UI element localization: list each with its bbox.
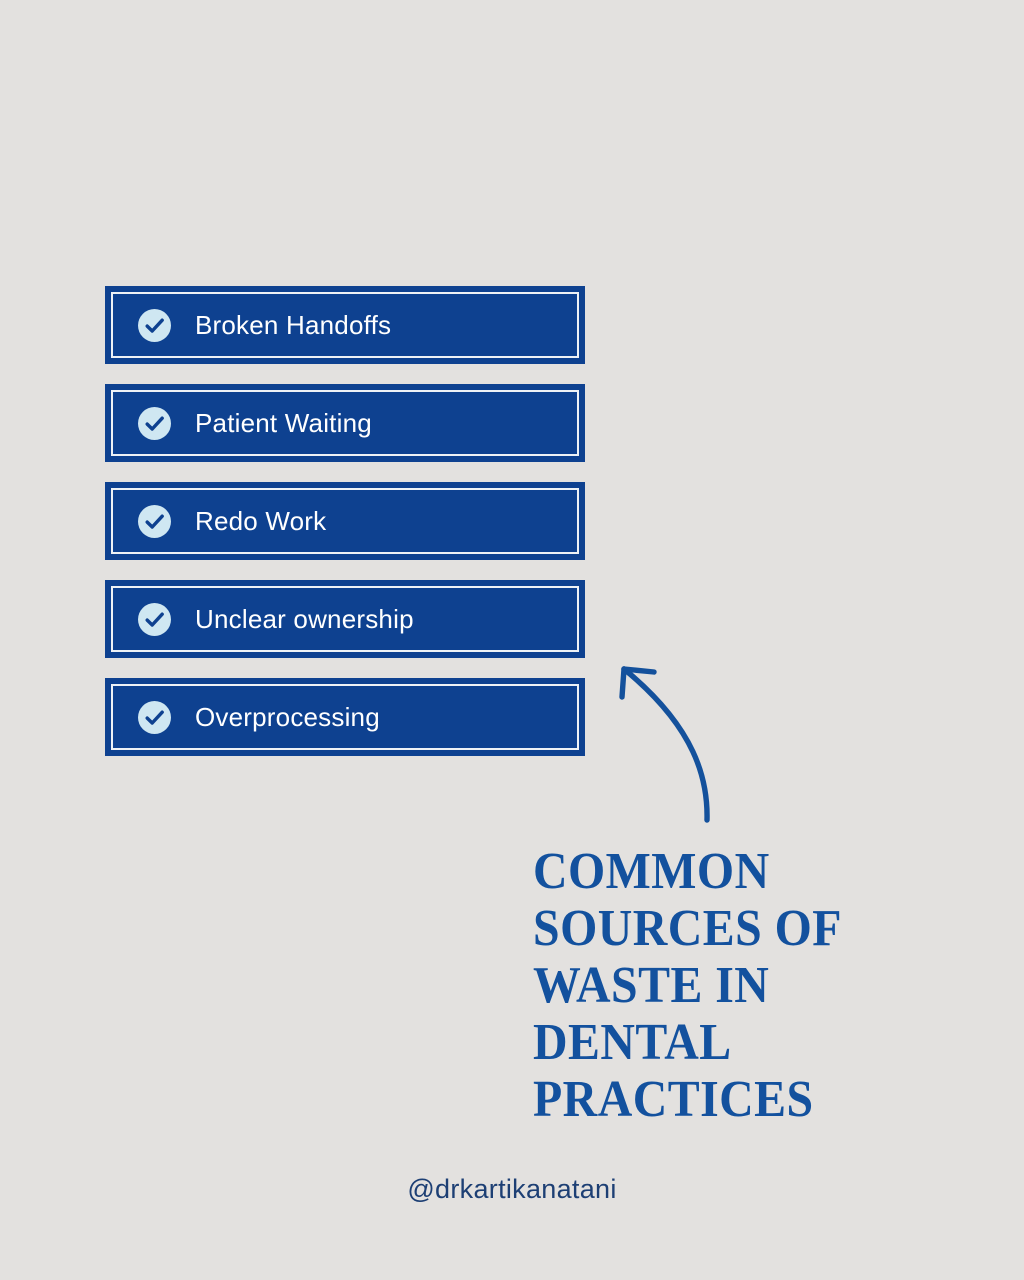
headline-line: PRACTICES bbox=[533, 1071, 814, 1128]
headline: COMMON SOURCES OF WASTE IN DENTAL PRACTI… bbox=[533, 843, 919, 1128]
checklist-item-label: Unclear ownership bbox=[195, 604, 414, 634]
check-circle-icon bbox=[138, 700, 171, 734]
headline-line: DENTAL bbox=[533, 1014, 732, 1071]
social-handle: @drkartikanatani bbox=[407, 1174, 617, 1204]
checklist-item-label: Broken Handoffs bbox=[195, 310, 392, 340]
checklist-item[interactable]: Overprocessing bbox=[105, 678, 585, 756]
checklist-item[interactable]: Unclear ownership bbox=[105, 580, 585, 658]
check-circle-icon bbox=[138, 504, 171, 538]
checklist-item-label: Patient Waiting bbox=[195, 408, 372, 438]
headline-line: SOURCES OF bbox=[533, 900, 842, 957]
checklist-item[interactable]: Patient Waiting bbox=[105, 384, 585, 462]
checklist-item[interactable]: Broken Handoffs bbox=[105, 286, 585, 364]
checklist-item[interactable]: Redo Work bbox=[105, 482, 585, 560]
checklist-item-label: Redo Work bbox=[195, 506, 327, 536]
headline-line: COMMON bbox=[533, 843, 770, 900]
headline-line: WASTE IN bbox=[533, 957, 770, 1014]
check-circle-icon bbox=[138, 406, 171, 440]
checklist-item-label: Overprocessing bbox=[195, 702, 380, 732]
check-circle-icon bbox=[138, 308, 171, 342]
curved-arrow-up-left-icon bbox=[619, 666, 710, 823]
check-circle-icon bbox=[138, 602, 171, 636]
waste-sources-checklist: Broken Handoffs Patient Waiting Redo Wor… bbox=[105, 286, 585, 756]
